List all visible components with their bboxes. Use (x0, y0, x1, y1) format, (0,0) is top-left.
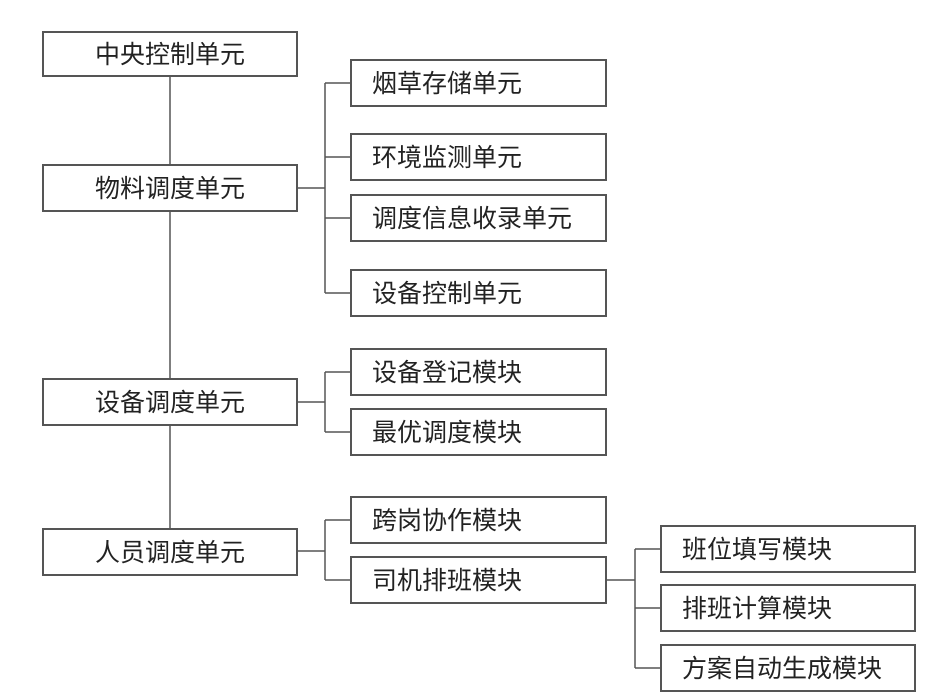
cross-post-collab-box: 跨岗协作模块 (350, 496, 607, 544)
equipment-dispatch-box: 设备调度单元 (42, 378, 298, 426)
central-control-box: 中央控制单元 (42, 31, 298, 77)
optimal-dispatch-box: 最优调度模块 (350, 408, 607, 456)
driver-schedule-box: 司机排班模块 (350, 556, 607, 604)
device-control-box: 设备控制单元 (350, 269, 607, 317)
personnel-dispatch-box: 人员调度单元 (42, 528, 298, 576)
auto-plan-generate-box: 方案自动生成模块 (660, 644, 916, 692)
shift-fill-box: 班位填写模块 (660, 525, 916, 573)
equipment-register-box: 设备登记模块 (350, 348, 607, 396)
tobacco-storage-box: 烟草存储单元 (350, 59, 607, 107)
schedule-calc-box: 排班计算模块 (660, 584, 916, 632)
material-dispatch-box: 物料调度单元 (42, 164, 298, 212)
dispatch-info-record-box: 调度信息收录单元 (350, 194, 607, 242)
environment-monitor-box: 环境监测单元 (350, 133, 607, 181)
